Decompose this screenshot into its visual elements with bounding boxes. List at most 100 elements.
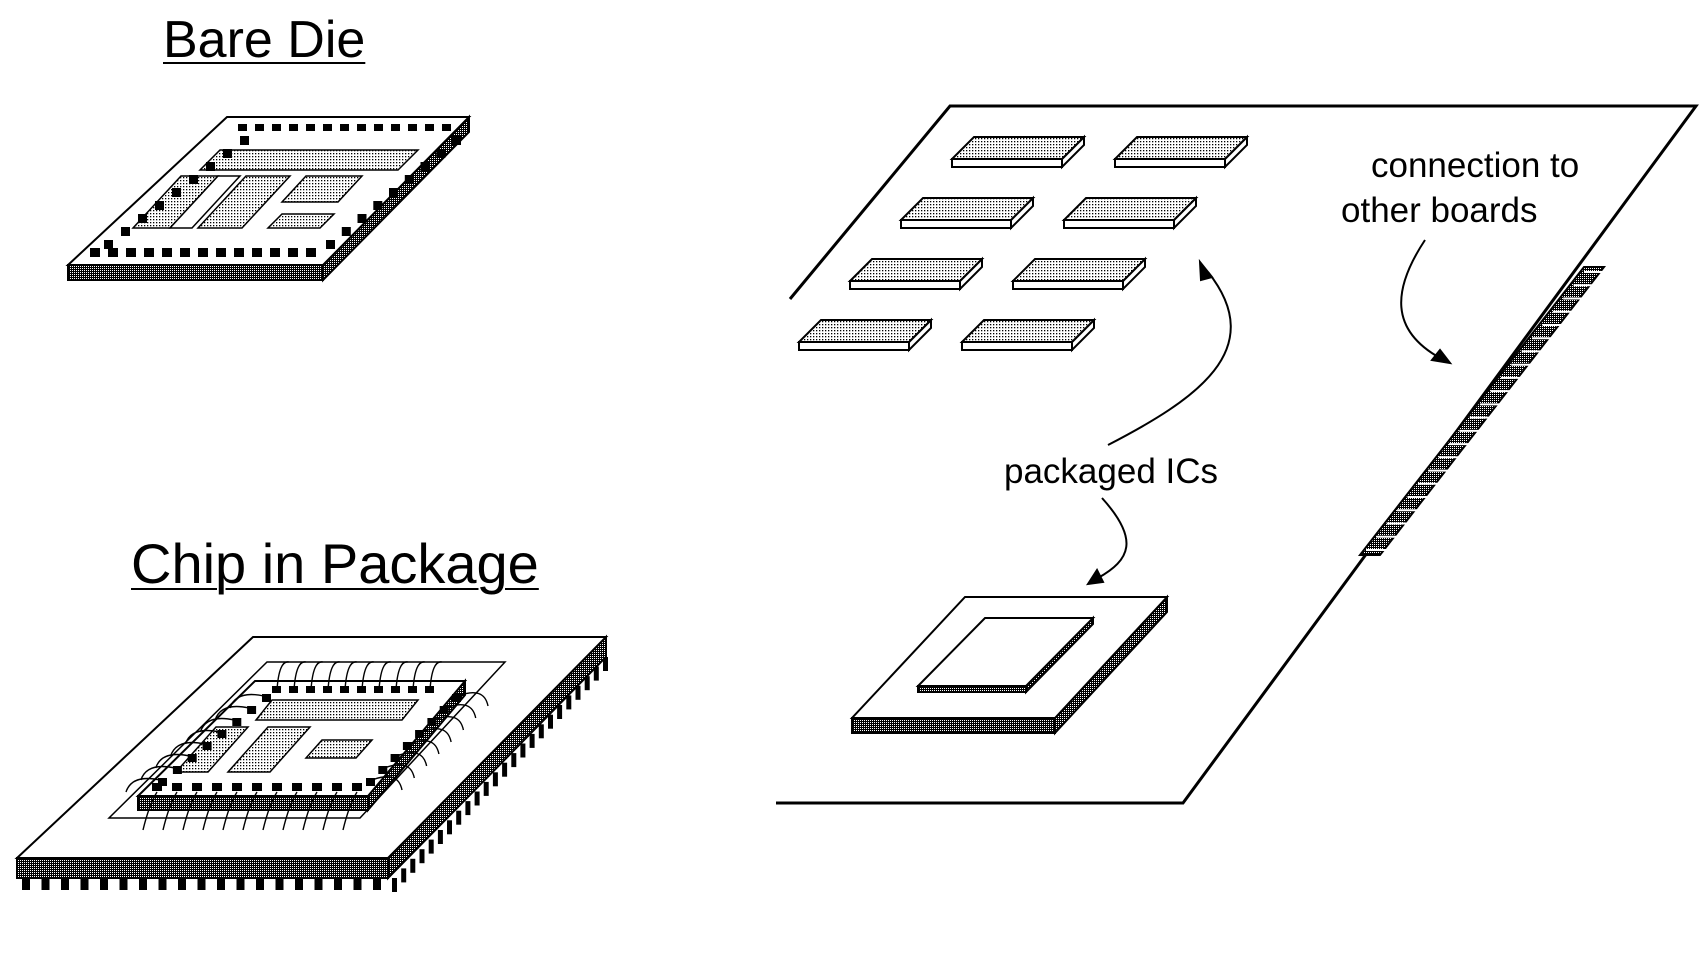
bare-die (65, 114, 472, 283)
bare-die-pad (126, 248, 136, 257)
arrow-connection-head (1430, 348, 1453, 365)
package-pin (410, 858, 416, 873)
packaged-die-pad (352, 783, 362, 791)
packaged-die-circuit-center (226, 726, 312, 773)
package-pin (158, 876, 167, 890)
bond-wire (202, 791, 218, 831)
package-pin (548, 714, 553, 729)
package-pin (41, 876, 50, 890)
bond-wire (242, 791, 258, 831)
bond-wire (420, 728, 452, 743)
bond-wire (276, 661, 290, 691)
package-pins (22, 657, 608, 892)
bare-die-pad (108, 248, 118, 257)
bare-die-pad (234, 248, 244, 257)
bond-wire (429, 661, 443, 691)
bare-die-pad (162, 248, 172, 257)
board-ic-front (1012, 280, 1124, 290)
connection-label-line1: connection to (1371, 146, 1579, 185)
packaged-die-pad (247, 706, 257, 714)
bond-wire (396, 752, 428, 767)
packaged-die-pad (172, 766, 182, 774)
board-ic-front (900, 219, 1012, 229)
bond-wire (361, 661, 375, 691)
bond-wire (344, 661, 358, 691)
bare-die-circuit-top-block (198, 149, 420, 171)
bond-wire (433, 716, 465, 731)
package-pin (557, 705, 563, 719)
package-pin (334, 876, 342, 890)
bond-wire (412, 661, 426, 691)
package-pin (492, 772, 498, 787)
bare-die-pad (425, 124, 434, 131)
bare-die-pad (289, 124, 298, 131)
packaged-die-pad (378, 766, 388, 774)
bare-die-pad (340, 124, 349, 131)
bare-die-pad (341, 227, 351, 236)
bare-die-pad (240, 136, 249, 145)
board-ic (1112, 134, 1250, 170)
packaged-die-pad (232, 783, 242, 791)
package-side-front (16, 857, 389, 879)
bond-wire (262, 791, 278, 831)
board-ic-top (847, 258, 985, 282)
board-edge-connector (1357, 266, 1607, 556)
bare-die-pad (408, 124, 417, 131)
board-packaged-ics (796, 134, 1250, 353)
packaged-die-pad (272, 783, 282, 791)
bond-wire (371, 776, 403, 791)
packaged-die-pad (172, 783, 182, 791)
connection-label-line2: other boards (1341, 191, 1538, 230)
bond-wire (322, 791, 338, 831)
bare-die-pad (238, 124, 247, 131)
board-ic-front (961, 341, 1073, 351)
board-ic (1061, 195, 1199, 231)
packaged-die-pad (252, 783, 262, 791)
bond-wire (162, 791, 178, 831)
bare-die-pad (420, 162, 430, 171)
bare-die-side-front (67, 264, 324, 281)
board-ic-front (1063, 219, 1175, 229)
packaged-die-pad (439, 706, 449, 714)
package-pin (483, 781, 489, 796)
board-outline (776, 104, 1699, 805)
bond-wire (142, 791, 158, 831)
package-pin (584, 676, 590, 691)
bare-die-pad (90, 248, 100, 257)
bond-wire (214, 705, 250, 721)
bare-die-pad (442, 124, 451, 131)
bond-wire (282, 791, 298, 831)
package-pin (256, 876, 264, 890)
chip-package (14, 634, 609, 892)
bare-die-pad (216, 248, 226, 257)
bare-die-pad (255, 124, 264, 131)
package-pin (314, 876, 323, 890)
bare-die-pad (404, 175, 414, 184)
package-pin (465, 801, 471, 816)
package-pin (575, 685, 581, 700)
package-pin (295, 876, 303, 890)
packaged-die-pad (292, 783, 302, 791)
package-pin (520, 743, 526, 758)
bare-die-pad (272, 124, 281, 131)
packaged-die-pad (262, 694, 271, 702)
package-pin (61, 876, 69, 890)
board-ic (949, 134, 1087, 170)
packaged-die-pad (187, 754, 197, 762)
board-ic-front (951, 158, 1063, 168)
package-pin (197, 876, 206, 890)
packaged-die-pad (312, 783, 322, 791)
packaged-die-pad (212, 783, 222, 791)
packaged-die-pad (366, 778, 375, 786)
package-pin (511, 753, 517, 768)
bare-die-pad (270, 248, 280, 257)
bare-die-pad (436, 149, 446, 158)
bond-wire (184, 729, 220, 745)
package-pin (502, 762, 508, 777)
package-pin (392, 878, 397, 892)
bare-die-circuit-block-small (266, 213, 336, 229)
packaged-die-pad (415, 730, 425, 738)
edge-connector-teeth (1366, 271, 1604, 551)
bare-die-pad (323, 124, 332, 131)
package-pin (447, 820, 452, 835)
